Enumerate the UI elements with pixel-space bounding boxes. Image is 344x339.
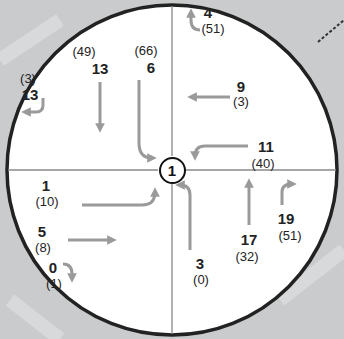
volume-number-bracketed: (51) bbox=[278, 229, 301, 242]
volume-number: 19 bbox=[278, 211, 295, 226]
volume-number: 4 bbox=[204, 5, 212, 20]
intersection-number: 1 bbox=[168, 163, 176, 178]
turn-arrow bbox=[195, 146, 248, 156]
through-arrow bbox=[68, 239, 112, 242]
volume-number: 17 bbox=[241, 232, 258, 247]
volume-number: 3 bbox=[196, 256, 204, 271]
volume-number: 9 bbox=[237, 79, 245, 94]
road-line bbox=[171, 184, 172, 334]
volume-number: 13 bbox=[92, 61, 109, 76]
road-line bbox=[186, 169, 336, 170]
zoom-circle bbox=[7, 5, 337, 335]
volume-number-bracketed: (10) bbox=[35, 195, 58, 208]
volume-number: 1 bbox=[42, 178, 50, 193]
volume-number: 5 bbox=[38, 224, 46, 239]
volume-number-bracketed: (1) bbox=[46, 277, 62, 290]
turn-arrow bbox=[180, 185, 190, 250]
volume-number-bracketed: (49) bbox=[72, 45, 95, 58]
volume-number-bracketed: (66) bbox=[134, 44, 157, 57]
volume-number: 6 bbox=[147, 60, 155, 75]
volume-number-bracketed: (8) bbox=[35, 241, 51, 254]
volume-number-bracketed: (40) bbox=[251, 157, 274, 170]
volume-number-bracketed: (0) bbox=[193, 273, 209, 286]
turn-arrow bbox=[191, 13, 200, 30]
volume-number-bracketed: (51) bbox=[201, 22, 224, 35]
volume-number-bracketed: (3) bbox=[20, 72, 36, 85]
turn-arrow bbox=[282, 184, 292, 205]
turn-arrow bbox=[63, 264, 72, 278]
volume-number: 11 bbox=[258, 139, 274, 154]
road-line bbox=[8, 169, 158, 170]
turn-arrow bbox=[139, 80, 152, 158]
through-arrow bbox=[248, 183, 251, 225]
road-line bbox=[171, 6, 172, 156]
leader-line bbox=[318, 20, 344, 42]
intersection-node: 1 bbox=[159, 157, 186, 184]
volume-number: 0 bbox=[49, 260, 57, 275]
through-arrow bbox=[192, 96, 230, 99]
volume-number-bracketed: (3) bbox=[233, 95, 249, 108]
volume-number: 13 bbox=[22, 87, 39, 102]
volume-number-bracketed: (32) bbox=[235, 250, 258, 263]
movement-arrows bbox=[26, 13, 292, 278]
through-arrow bbox=[99, 82, 102, 128]
turn-arrow bbox=[82, 192, 155, 205]
